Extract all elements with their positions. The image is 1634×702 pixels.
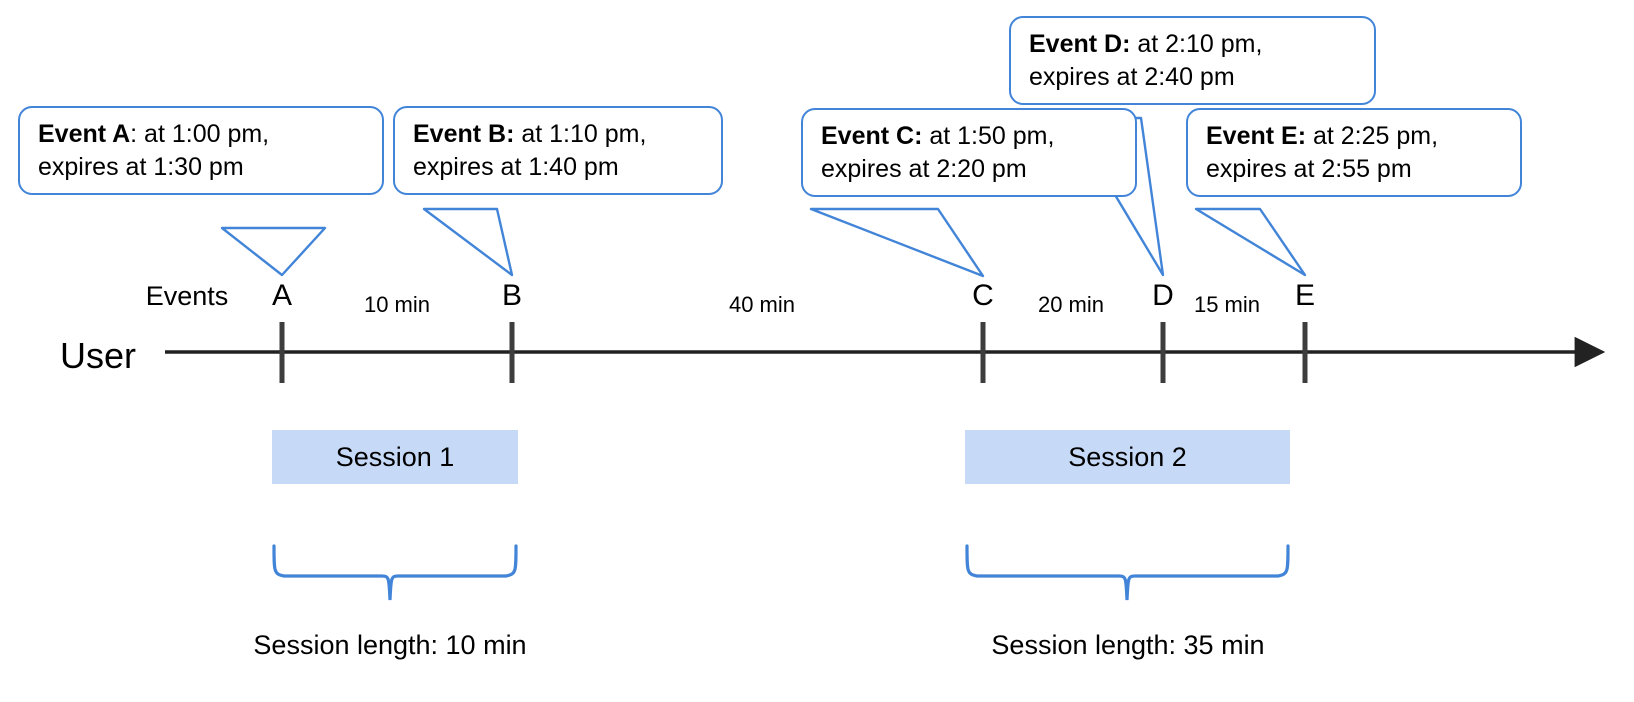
callout-c-line1: Event C: at 1:50 pm, [821, 120, 1119, 153]
session-2-length-label: Session length: 35 min [991, 630, 1265, 660]
callout-e-line1: Event E: at 2:25 pm, [1206, 120, 1504, 153]
callout-e-tail [1194, 207, 1307, 277]
callout-b-line1: Event B: at 1:10 pm, [413, 118, 705, 151]
interval-label-bc: 40 min [728, 292, 796, 317]
callout-event-b: Event B: at 1:10 pm, expires at 1:40 pm [393, 106, 723, 195]
session-bar-2: Session 2 [965, 430, 1290, 484]
event-letter-e: E [1294, 279, 1316, 312]
callout-a-title: Event A [38, 120, 131, 148]
callout-c-rest: at 1:50 pm, [922, 122, 1055, 150]
callout-d-rest: at 2:10 pm, [1130, 30, 1263, 58]
user-actor-label: User [59, 335, 137, 376]
callout-d-line1: Event D: at 2:10 pm, [1029, 28, 1358, 61]
callout-c-title: Event C: [821, 122, 923, 150]
event-letter-d: D [1152, 279, 1174, 312]
callout-a-line1: Event A: at 1:00 pm, [38, 118, 366, 151]
callout-event-d: Event D: at 2:10 pm, expires at 2:40 pm [1009, 16, 1376, 105]
callout-a-rest: at 1:00 pm, [137, 120, 270, 148]
event-letter-b: B [501, 279, 523, 312]
event-ticks [279, 322, 1308, 383]
callout-b-title: Event B: [413, 120, 515, 148]
callout-a-tail [220, 226, 327, 277]
interval-label-cd: 20 min [1037, 292, 1105, 317]
interval-label-de: 15 min [1193, 292, 1261, 317]
callout-event-e: Event E: at 2:25 pm, expires at 2:55 pm [1186, 108, 1522, 197]
interval-label-ab: 10 min [363, 292, 431, 317]
events-row-label: Events [145, 281, 229, 311]
callout-d-line2: expires at 2:40 pm [1029, 62, 1235, 91]
session-2-brace [965, 544, 1290, 601]
session-bar-1: Session 1 [272, 430, 518, 484]
event-letter-c: C [972, 279, 994, 312]
callout-event-a: Event A: at 1:00 pm, expires at 1:30 pm [18, 106, 384, 195]
callout-b-rest: at 1:10 pm, [514, 120, 647, 148]
callout-d-title: Event D: [1029, 30, 1131, 58]
callout-a-sep: : [130, 120, 138, 148]
callout-e-line2: expires at 2:55 pm [1206, 154, 1412, 183]
callout-event-c: Event C: at 1:50 pm, expires at 2:20 pm [801, 108, 1137, 197]
callout-b-line2: expires at 1:40 pm [413, 152, 619, 181]
callout-tails [220, 116, 1307, 278]
callout-b-tail [422, 207, 514, 277]
session-1-brace [272, 544, 518, 601]
callout-c-line2: expires at 2:20 pm [821, 154, 1027, 183]
callout-c-tail [809, 207, 985, 278]
event-letter-a: A [271, 279, 293, 312]
callout-a-line2: expires at 1:30 pm [38, 152, 244, 181]
session-1-length-label: Session length: 10 min [253, 630, 527, 660]
callout-e-rest: at 2:25 pm, [1306, 122, 1439, 150]
callout-e-title: Event E: [1206, 122, 1307, 150]
